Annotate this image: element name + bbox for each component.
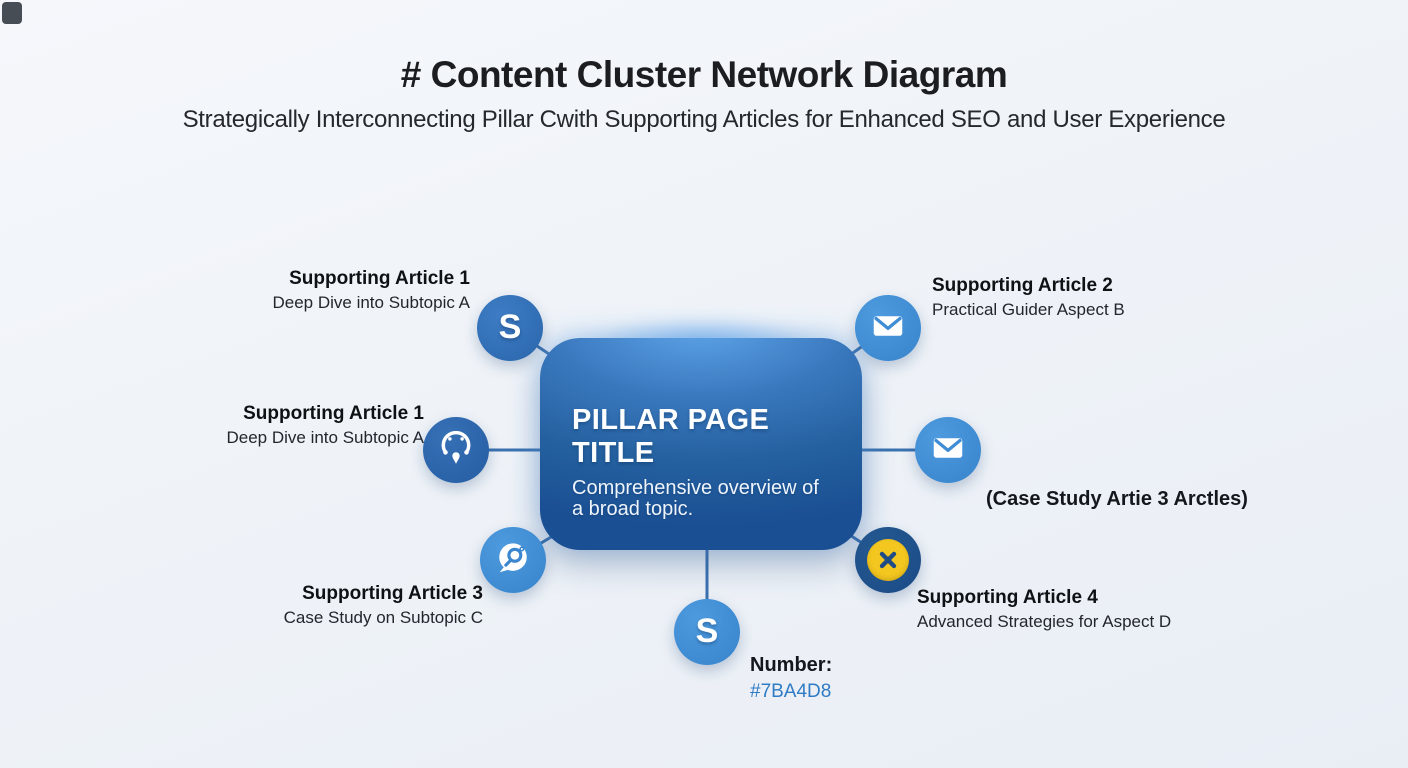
node-case-study [915, 417, 981, 483]
node-supporting-article-2 [855, 295, 921, 361]
node-supporting-article-4 [855, 527, 921, 593]
search-icon [491, 536, 535, 585]
page-subtitle: Strategically Interconnecting Pillar Cwi… [182, 106, 1226, 133]
pillar-title: PILLAR PAGE TITLE [572, 404, 770, 469]
label-supporting-article-4: Supporting Article 4 Advanced Strategies… [917, 585, 1171, 633]
label-supporting-article-2: Supporting Article 2 Practical Guider As… [932, 273, 1125, 321]
node-title: Supporting Article 3 [302, 583, 483, 604]
case-study-note: (Case Study Artie 3 Arctles) [986, 488, 1248, 510]
node-subtitle: Advanced Strategies for Aspect D [917, 612, 1172, 631]
node-supporting-article-1-duplicate [423, 417, 489, 483]
mail-icon [870, 308, 906, 349]
mail-icon [930, 430, 966, 471]
pillar-description: Comprehensive overview of a broad topic. [572, 477, 819, 520]
number-value: #7BA4D8 [750, 681, 832, 702]
node-title: Supporting Article 4 [917, 587, 1098, 608]
label-supporting-article-1-duplicate: Supporting Article 1 Deep Dive into Subt… [226, 401, 424, 449]
corner-artifact [2, 2, 22, 24]
node-bottom-s: S [674, 599, 740, 665]
node-subtitle: Deep Dive into Subtopic A [272, 293, 470, 312]
s-badge-icon: S [498, 307, 522, 346]
gauge-icon [435, 427, 477, 474]
number-annotation: Number: #7BA4D8 [750, 652, 832, 704]
node-title: Supporting Article 1 [289, 268, 470, 289]
page-title: # Content Cluster Network Diagram [400, 54, 1008, 95]
label-supporting-article-1: Supporting Article 1 Deep Dive into Subt… [272, 266, 470, 314]
label-supporting-article-3: Supporting Article 3 Case Study on Subto… [284, 581, 483, 629]
node-subtitle: Deep Dive into Subtopic A [226, 428, 424, 447]
node-title: Supporting Article 2 [932, 275, 1113, 296]
s-badge-icon: S [695, 611, 719, 650]
node-supporting-article-3 [480, 527, 546, 593]
node-title: Supporting Article 1 [243, 403, 424, 424]
x-badge-icon [867, 539, 909, 581]
node-subtitle: Case Study on Subtopic C [283, 608, 483, 627]
node-supporting-article-1: S [477, 295, 543, 361]
pillar-page-card: PILLAR PAGE TITLE Comprehensive overview… [540, 338, 862, 550]
node-subtitle: Practical Guider Aspect B [932, 300, 1125, 319]
number-label: Number: [750, 654, 833, 676]
